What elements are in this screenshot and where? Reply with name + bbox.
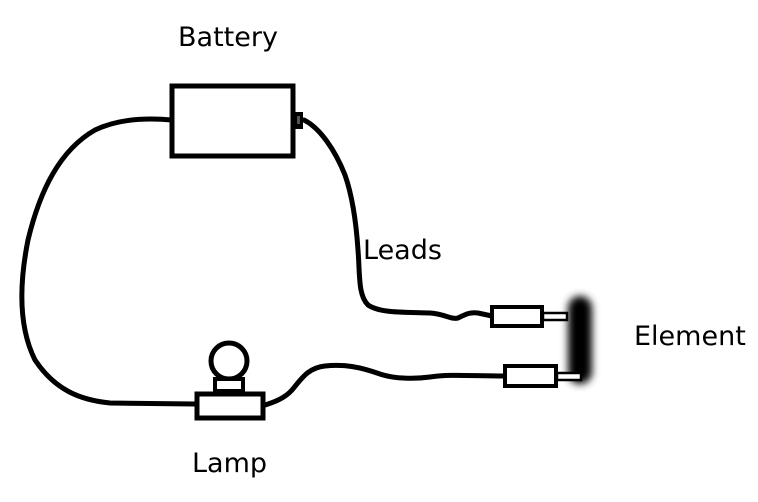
lead-probe-upper (541, 311, 569, 322)
lead-connector-upper (490, 305, 544, 328)
wire-battery-to-lamp (19, 116, 198, 407)
wire-battery-to-upper-lead (301, 117, 495, 321)
heating-element (568, 296, 592, 384)
lamp-label: Lamp (192, 448, 268, 479)
battery-body (169, 83, 296, 159)
battery-label: Battery (178, 22, 278, 53)
leads-label: Leads (363, 235, 442, 266)
lead-probe-lower (555, 371, 583, 382)
lamp-base (194, 391, 266, 421)
element-label: Element (634, 321, 746, 352)
wire-lamp-to-lower-lead (259, 362, 508, 409)
lamp-bulb (208, 340, 250, 382)
lead-connector-lower (503, 364, 558, 388)
lamp-neck (213, 377, 245, 393)
